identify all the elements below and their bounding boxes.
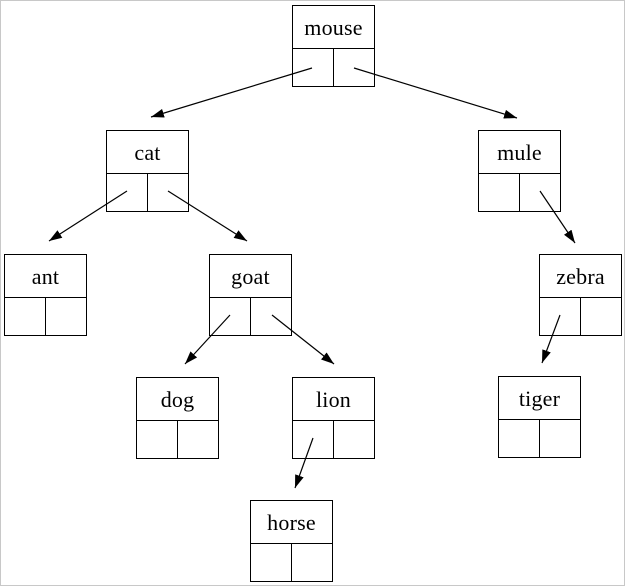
node-pointer-row <box>293 49 374 86</box>
right-pointer-cell <box>292 544 332 581</box>
left-pointer-cell <box>137 421 178 458</box>
node-pointer-row <box>499 420 580 457</box>
node-label: dog <box>137 378 218 421</box>
right-pointer-cell <box>540 420 580 457</box>
node-label: cat <box>107 131 188 174</box>
left-pointer-cell <box>293 421 334 458</box>
right-pointer-cell <box>46 298 86 335</box>
right-pointer-cell <box>251 298 291 335</box>
tree-node-horse: horse <box>250 500 333 582</box>
tree-node-cat: cat <box>106 130 189 212</box>
node-pointer-row <box>540 298 621 335</box>
left-pointer-cell <box>107 174 148 211</box>
right-pointer-cell <box>178 421 218 458</box>
tree-node-dog: dog <box>136 377 219 459</box>
left-pointer-cell <box>210 298 251 335</box>
tree-node-lion: lion <box>292 377 375 459</box>
node-pointer-row <box>137 421 218 458</box>
node-label: mule <box>479 131 560 174</box>
edge-mouse-left-cat <box>150 67 313 118</box>
node-pointer-row <box>210 298 291 335</box>
node-pointer-row <box>293 421 374 458</box>
left-pointer-cell <box>499 420 540 457</box>
left-pointer-cell <box>5 298 46 335</box>
tree-node-ant: ant <box>4 254 87 336</box>
tree-node-goat: goat <box>209 254 292 336</box>
tree-node-zebra: zebra <box>539 254 622 336</box>
right-pointer-cell <box>520 174 560 211</box>
node-label: horse <box>251 501 332 544</box>
node-label: lion <box>293 378 374 421</box>
right-pointer-cell <box>148 174 188 211</box>
edge-mouse-right-mule <box>353 67 518 119</box>
node-pointer-row <box>107 174 188 211</box>
node-label: ant <box>5 255 86 298</box>
left-pointer-cell <box>251 544 292 581</box>
node-label: zebra <box>540 255 621 298</box>
node-pointer-row <box>479 174 560 211</box>
right-pointer-cell <box>334 49 374 86</box>
left-pointer-cell <box>293 49 334 86</box>
node-label: mouse <box>293 6 374 49</box>
right-pointer-cell <box>334 421 374 458</box>
node-pointer-row <box>251 544 332 581</box>
node-label: goat <box>210 255 291 298</box>
left-pointer-cell <box>540 298 581 335</box>
tree-node-mule: mule <box>478 130 561 212</box>
tree-node-mouse: mouse <box>292 5 375 87</box>
tree-node-tiger: tiger <box>498 376 581 458</box>
right-pointer-cell <box>581 298 621 335</box>
node-label: tiger <box>499 377 580 420</box>
node-pointer-row <box>5 298 86 335</box>
left-pointer-cell <box>479 174 520 211</box>
